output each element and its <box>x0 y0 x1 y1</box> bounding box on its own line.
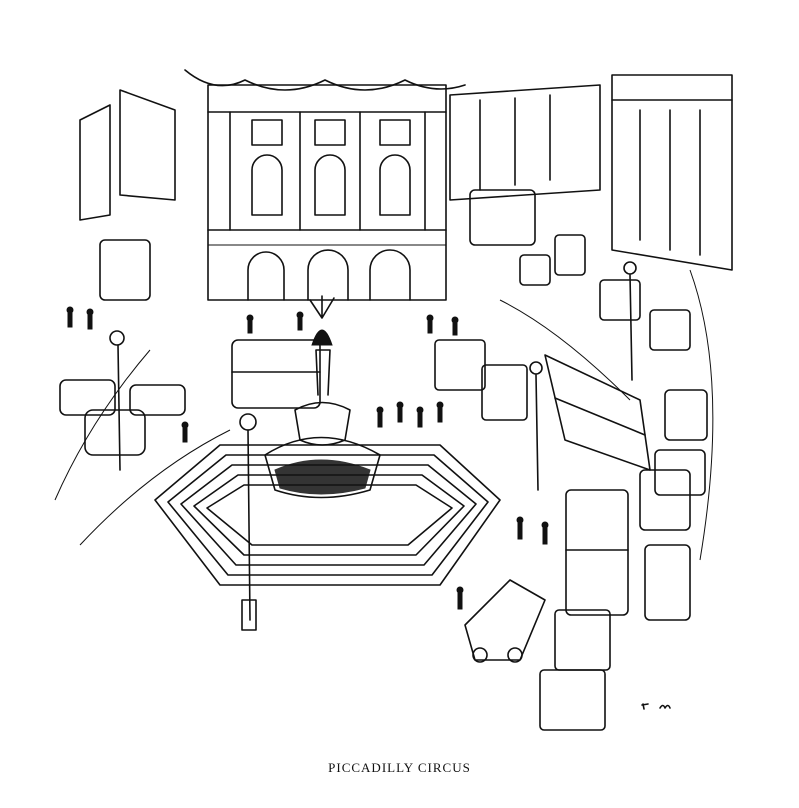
artist-signature <box>641 703 671 710</box>
london-pavilion-building <box>184 69 466 301</box>
double-decker-buses <box>99 189 651 616</box>
left-buildings <box>79 89 176 221</box>
lamp-posts <box>109 261 637 631</box>
right-buildings <box>449 74 733 271</box>
cars <box>59 234 708 731</box>
road-curbs <box>54 269 714 561</box>
fountain-steps <box>154 444 501 586</box>
pedestrians <box>66 306 549 610</box>
shaftesbury-memorial-fountain <box>264 295 381 499</box>
caption: PICCADILLY CIRCUS <box>328 760 471 775</box>
